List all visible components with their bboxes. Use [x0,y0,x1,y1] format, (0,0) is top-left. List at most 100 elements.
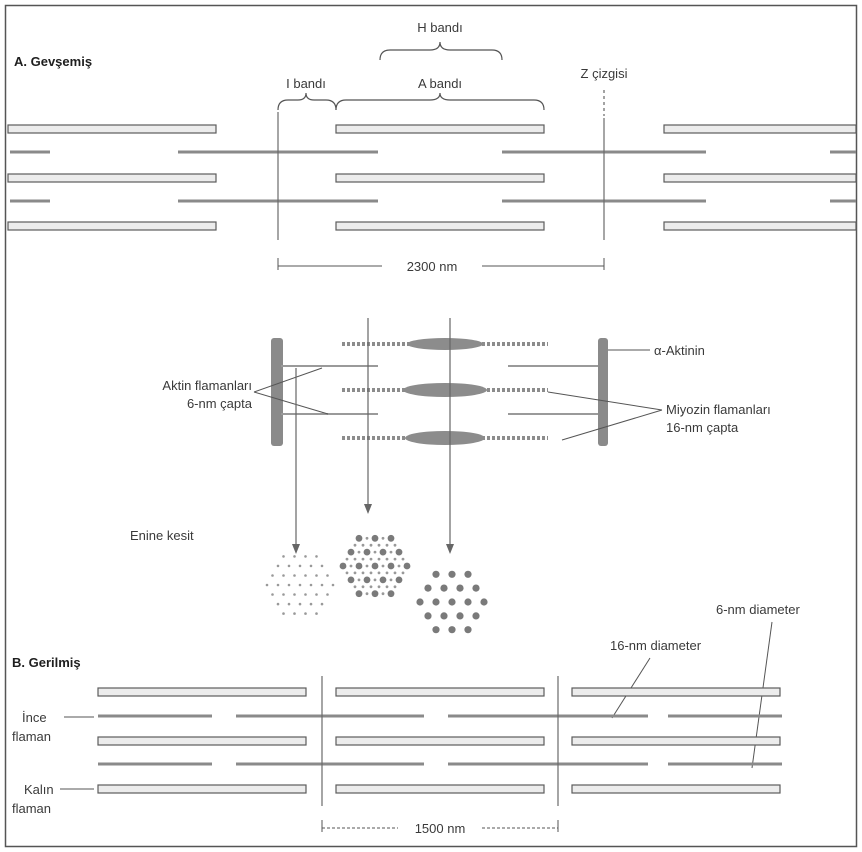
actin-dot [304,593,307,596]
actin-dot [362,544,365,547]
myosin-dot [340,563,347,570]
z-line-label: Z çizgisi [581,66,628,81]
myosin-dot [432,626,439,633]
actin-dot [378,572,381,575]
myosin-dot [472,612,479,619]
actin-dot [366,592,369,595]
myosin-dot [404,563,411,570]
thick-filament [664,125,856,133]
thick-filament [572,737,780,745]
actin-dot [382,537,385,540]
actin-dot [321,584,324,587]
myosin-dot [456,612,463,619]
z-disc-left [271,338,283,446]
actin-dot [370,585,373,588]
sarcomere-detail [271,338,608,446]
actin-dot [326,574,329,577]
actin-dot [288,565,291,568]
alpha-actinin-label: α-Aktinin [654,343,705,358]
myosin-filament [342,383,548,397]
myosin-dot [440,612,447,619]
actin-leader [254,368,322,392]
arrow-head [364,504,372,514]
actin-dot [326,593,329,596]
actin-dot [315,593,318,596]
myosin-dot [424,585,431,592]
actin-dot [378,558,381,561]
actin-dot [378,544,381,547]
actin-dot [390,579,393,582]
thick-filament-label-line1: Kalın [24,782,54,797]
relaxed-length-dimension: 2300 nm [278,258,604,274]
myosin-label-line1: Miyozin flamanları [666,402,771,417]
actin-dot [374,551,377,554]
myosin-dot [388,563,395,570]
myosin-dot [348,577,355,584]
actin-dot [299,565,302,568]
actin-dot [293,555,296,558]
actin-dot [315,612,318,615]
actin-dot [282,574,285,577]
actin-dot [350,565,353,568]
actin-dot [304,555,307,558]
thick-filament [336,688,544,696]
z-disc-right [598,338,608,446]
myosin-filament [342,431,548,445]
actin-label-line1: Aktin flamanları [162,378,252,393]
myosin-dot [472,585,479,592]
myosin-dot [424,612,431,619]
diameter-6nm-label: 6-nm diameter [716,602,800,617]
stretched-thick-filaments [98,688,780,793]
myosin-dot [380,577,387,584]
myosin-dot [448,571,455,578]
myosin-dot [388,535,395,542]
myosin-dot [396,577,403,584]
actin-dot [382,565,385,568]
actin-dot [362,572,365,575]
actin-dot [293,574,296,577]
myosin-bare-zone [407,338,483,350]
myosin-dot [448,626,455,633]
myosin-bare-zone [403,383,487,397]
thick-filament [8,174,216,182]
diameter-16nm-label: 16-nm diameter [610,638,702,653]
myosin-dot [348,549,355,556]
myosin-dot [440,585,447,592]
myosin-dot [380,549,387,556]
actin-dot [398,565,401,568]
actin-dot [386,572,389,575]
actin-dot [310,603,313,606]
actin-dot [362,585,365,588]
thick-filament [664,222,856,230]
actin-dot [315,555,318,558]
actin-dot [394,558,397,561]
actin-dot [374,579,377,582]
thick-filament [336,785,544,793]
actin-dot [321,603,324,606]
actin-dot [299,603,302,606]
thick-filament [98,737,306,745]
actin-dot [366,565,369,568]
actin-dot [310,565,313,568]
actin-dot [362,558,365,561]
actin-dot [402,572,405,575]
myosin-dot [372,563,379,570]
thick-filament [664,174,856,182]
actin-label-line2: 6-nm çapta [187,396,253,411]
myosin-dot [432,571,439,578]
actin-dot [402,558,405,561]
myosin-dot [364,577,371,584]
myosin-dot [356,535,363,542]
myosin-dot [356,590,363,597]
actin-dot [310,584,313,587]
i-band-bracket [278,93,336,110]
actin-dot [394,572,397,575]
actin-dot [386,544,389,547]
myosin-dot [456,585,463,592]
thick-filament [98,688,306,696]
a-band-bracket [336,93,544,110]
thick-filament [336,174,544,182]
actin-dot [346,572,349,575]
actin-dot [315,574,318,577]
